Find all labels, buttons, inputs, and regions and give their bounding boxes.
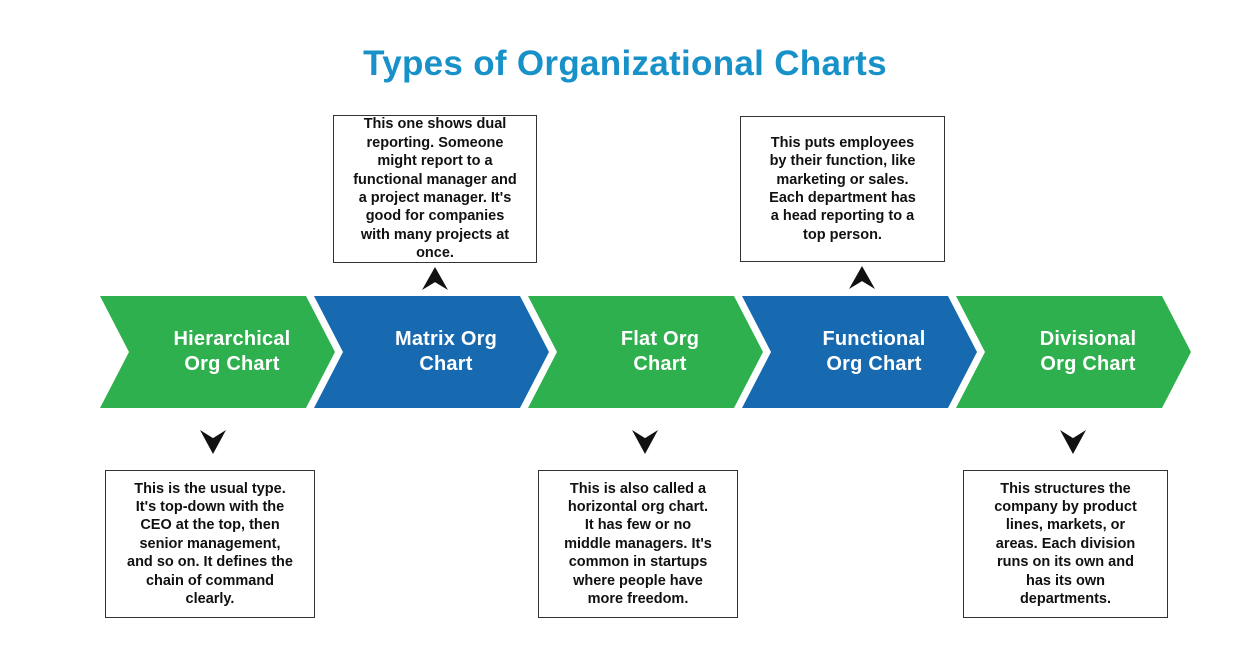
callout-hierarchical: This is the usual type. It's top-down wi… <box>105 470 315 618</box>
chevron-divisional-shape <box>956 296 1191 408</box>
callout-matrix: This one shows dual reporting. Someone m… <box>333 115 537 263</box>
chevron-functional-shape <box>742 296 977 408</box>
chevron-label-hierarchical: Hierarchical Org Chart <box>173 328 291 375</box>
chevron-label-flat: Flat Org Chart <box>620 328 700 375</box>
chevron-label-divisional: Divisional Org Chart <box>1039 328 1137 375</box>
page-title: Types of Organizational Charts <box>363 44 887 83</box>
callout-divisional: This structures the company by product l… <box>963 470 1168 618</box>
chevron-label-functional: Functional Org Chart <box>822 328 926 375</box>
callout-flat: This is also called a horizontal org cha… <box>538 470 738 618</box>
chevron-matrix-shape <box>314 296 549 408</box>
callout-functional: This puts employees by their function, l… <box>740 116 945 262</box>
chevron-label-matrix: Matrix Org Chart <box>394 328 498 375</box>
chevron-flat-shape <box>528 296 763 408</box>
chevron-hierarchical-shape <box>100 296 335 408</box>
